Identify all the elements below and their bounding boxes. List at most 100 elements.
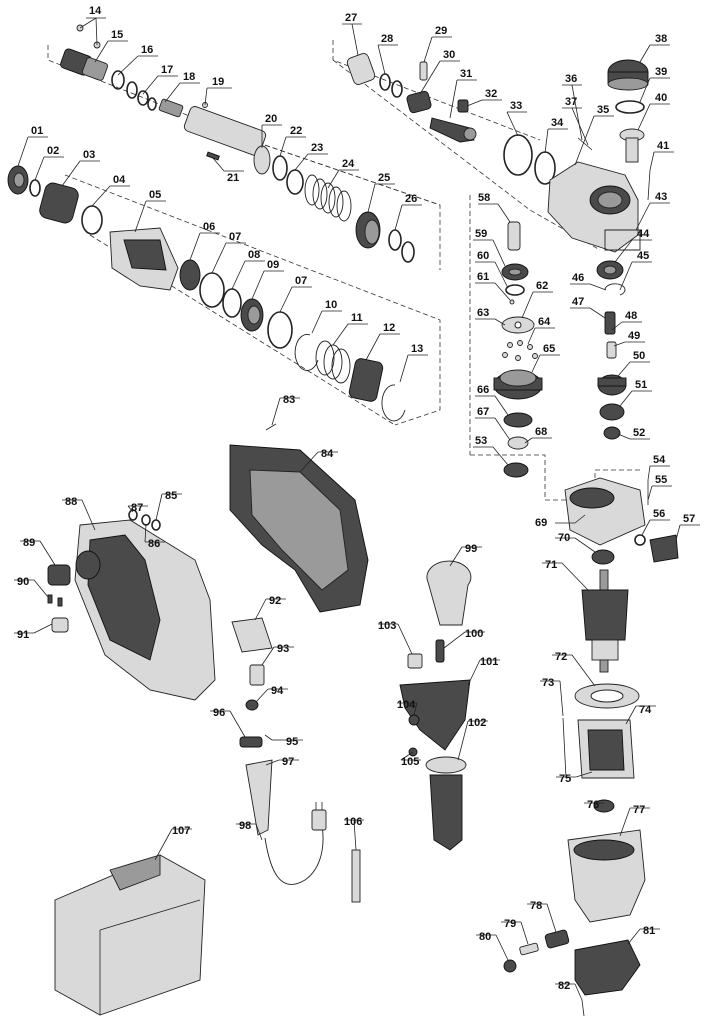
label-91: 91 [17,629,29,641]
part-82-screw [581,999,585,1017]
part-80-cap [503,959,517,973]
label-65: 65 [543,343,555,355]
label-60: 60 [477,250,489,262]
part-106-depth-rod [351,849,361,903]
label-33: 33 [510,100,522,112]
label-94: 94 [271,685,284,697]
label-61: 61 [477,271,489,283]
label-75: 75 [559,773,571,785]
label-81: 81 [643,925,655,937]
label-78: 78 [530,900,542,912]
part-07b-ring [267,311,293,349]
label-89: 89 [23,537,35,549]
part-83-screw [265,423,277,431]
label-20: 20 [265,113,277,125]
label-103: 103 [378,620,396,632]
label-23: 23 [311,142,323,154]
label-46: 46 [572,272,584,284]
part-92-switch [231,617,273,653]
part-88-housing-handle [74,519,216,701]
label-06: 06 [203,221,215,233]
label-71: 71 [545,559,557,571]
label-56: 56 [653,508,665,520]
label-27: 27 [345,12,357,24]
label-102: 102 [468,717,486,729]
part-29-pin [419,61,428,81]
label-36: 36 [565,73,577,85]
part-39-ring [615,100,645,114]
label-53: 53 [475,435,487,447]
label-101: 101 [480,656,498,668]
label-16: 16 [141,44,153,56]
part-08-ring [222,288,242,318]
part-30-piston [406,90,432,114]
part-38-cap [607,59,649,91]
label-54: 54 [653,454,666,466]
label-02: 02 [47,145,59,157]
label-01: 01 [31,125,43,137]
part-72-baffle [574,683,640,709]
part-103-adjust-knob [407,653,423,669]
label-80: 80 [479,931,491,943]
label-105: 105 [401,756,419,768]
part-56-ring [634,534,646,546]
label-107: 107 [172,825,190,837]
label-104: 104 [397,699,416,711]
label-76: 76 [587,799,599,811]
part-12-cage [348,358,384,402]
label-63: 63 [477,307,489,319]
part-06-ring [179,259,201,291]
part-51-bearing [599,403,625,421]
part-31-connecting-rod [429,117,477,143]
part-44-bearing [596,260,624,280]
part-41-screw [647,169,651,201]
part-04-ring [81,205,103,235]
label-99: 99 [465,543,477,555]
label-73: 73 [542,677,554,689]
part-91-switch-block [51,617,69,633]
part-89-switch-cover [47,564,71,586]
label-29: 29 [435,25,447,37]
label-83: 83 [283,394,295,406]
label-90: 90 [17,576,29,588]
part-35-gearbox-housing [547,161,639,253]
label-70: 70 [558,532,570,544]
part-26-rings [388,229,415,263]
label-69: 69 [535,517,547,529]
label-100: 100 [465,628,483,640]
part-95-screw [264,734,273,741]
label-64: 64 [538,316,551,328]
label-82: 82 [558,980,570,992]
part-01-cap [7,165,29,195]
part-94-clip [245,699,259,711]
part-11-spring [315,340,351,384]
label-34: 34 [551,117,564,129]
label-93: 93 [277,643,289,655]
part-40-valve [619,128,645,163]
part-13-clip [381,384,406,422]
part-45-46-clips [604,283,626,296]
part-25-gear [355,211,381,249]
label-87: 87 [131,502,143,514]
label-12: 12 [383,322,395,334]
label-11: 11 [351,312,363,324]
part-96-cord-clamp [239,736,263,748]
label-08: 08 [248,249,260,261]
part-60-61-washers [505,284,525,305]
part-73-screws [562,717,567,779]
part-19-20-cylinder [183,102,271,175]
part-48-49-pin [606,341,617,359]
part-53-bearing [503,462,529,478]
part-57-switch-lever [649,534,679,563]
label-97: 97 [282,756,294,768]
label-67: 67 [477,406,489,418]
label-98: 98 [239,820,251,832]
label-50: 50 [633,350,645,362]
label-25: 25 [378,172,390,184]
label-49: 49 [628,330,640,342]
part-90-springs [47,594,63,607]
part-18-spring [158,98,184,118]
part-62-63-plate [501,316,535,334]
label-35: 35 [597,104,609,116]
